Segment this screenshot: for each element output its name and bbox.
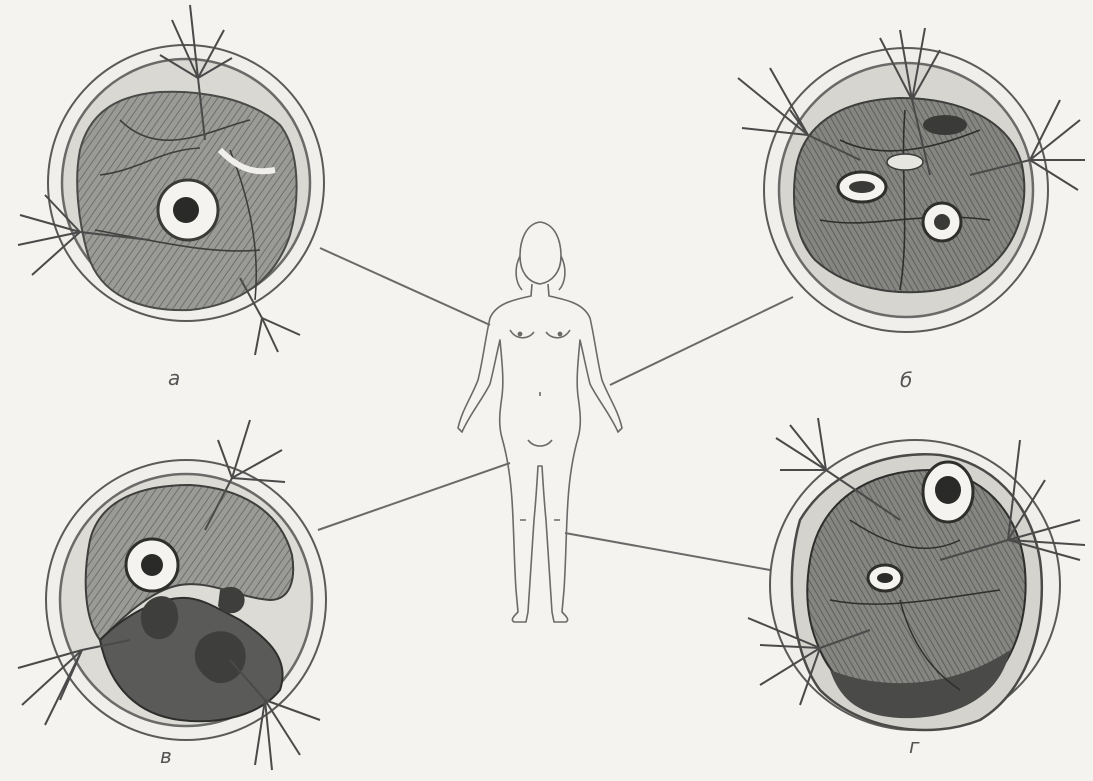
label-a: а xyxy=(168,368,180,388)
connector-b xyxy=(610,297,793,385)
label-v: в xyxy=(160,746,172,766)
connector-g xyxy=(565,533,770,570)
connector-a xyxy=(320,248,490,325)
figure-head xyxy=(520,222,561,284)
figure-groin xyxy=(528,440,552,446)
figure-body xyxy=(458,284,622,622)
section-b-marrow-ulna xyxy=(934,214,950,230)
section-v-marrow xyxy=(141,554,163,576)
human-figure xyxy=(458,222,622,622)
section-b xyxy=(738,28,1085,332)
connector-lines xyxy=(318,248,793,570)
section-b-dark-muscle xyxy=(923,115,967,135)
section-v xyxy=(18,420,326,770)
section-g-marrow-fibula xyxy=(877,573,893,583)
section-a xyxy=(18,5,324,355)
section-b-muscle xyxy=(794,98,1024,292)
section-g xyxy=(748,418,1085,730)
label-g: г xyxy=(909,736,920,756)
section-b-interosseous xyxy=(887,154,923,170)
section-a-marrow xyxy=(173,197,199,223)
label-b: б xyxy=(900,370,912,390)
connector-v xyxy=(318,463,510,530)
section-b-marrow-radius xyxy=(849,181,875,193)
section-g-marrow-tibia xyxy=(935,476,961,504)
